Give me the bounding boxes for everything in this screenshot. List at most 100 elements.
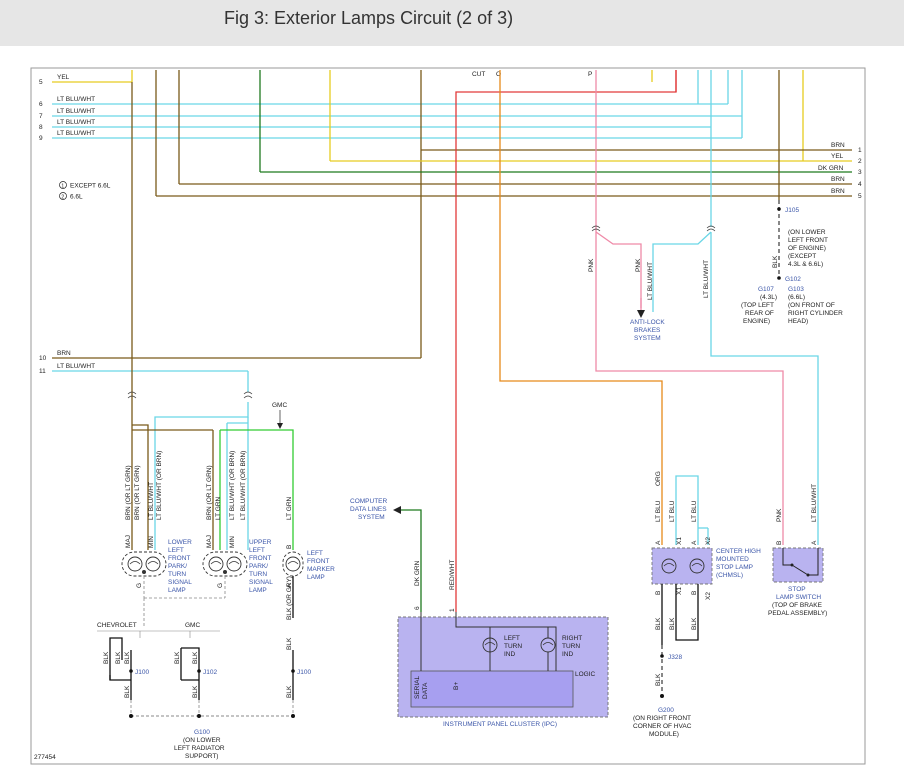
legend-marker-2-num: 2 [61,195,64,201]
g107-desc: ENGINE) [743,318,770,325]
pin-label: X2 [705,592,712,600]
wire-label: BRN [831,176,845,183]
legend-item: 6.6L [70,194,83,201]
lamp-label: TURN [249,571,267,578]
switch-label: PEDAL ASSEMBLY) [768,610,827,617]
upper-park-lamp: MAJ MIN G UPPER LEFT FRONT PARK/ TURN SI… [202,535,273,594]
wire-label: BRN [831,188,845,195]
gmc-label: GMC [185,622,200,629]
legend-item: EXCEPT 6.6L [70,183,111,190]
gmc-top-label: GMC [272,402,287,409]
switch-label: (TOP OF BRAKE [772,602,823,609]
wire-label: YEL [831,153,844,160]
stop-lamp-switch: PNK LT BLU/WHT B A STOP LAMP SWITCH (TOP… [768,484,827,617]
lamp-label: SIGNAL [168,579,192,586]
g200-desc: MODULE) [649,731,679,738]
serial-data-label: SERIAL [414,675,421,699]
pin-label: X2 [705,537,712,545]
legend-marker-1-num: 1 [61,184,64,190]
wire-label: PNK [588,258,595,272]
wire-label: BLK [286,685,293,698]
g103-desc: RIGHT CYLINDER [788,310,843,317]
pin-label: B [776,541,783,545]
j328-label: J328 [668,654,682,661]
right-turn-label: TURN [562,643,580,650]
g100-label: G100 [194,729,210,736]
computer-label: DATA LINES [350,506,387,513]
pin-label: A [811,540,818,545]
j100-label: J100 [297,669,311,676]
g103-desc: (ON FRONT OF [788,302,835,309]
pin-label: B [691,591,698,595]
right-turn-label: RIGHT [562,635,582,642]
left-pins: 5 YEL 6 LT BLU/WHT 7 LT BLU/WHT 8 LT BLU… [39,74,95,375]
ipc-label: INSTRUMENT PANEL CLUSTER (IPC) [443,721,557,728]
j102-label: J102 [203,669,217,676]
chmsl-label: (CHMSL) [716,572,743,579]
g200-label: G200 [658,707,674,714]
cut-label: CUT [472,71,485,78]
marker-lamp: B A LEFT FRONT MARKER LAMP [282,545,335,588]
pin-number: 4 [858,181,862,188]
wire-label: BRN (OR LT GRN) [134,465,141,520]
wire-label: BLK [655,617,662,630]
wire-label: LT BLU/WHT [57,108,95,115]
switch-label: STOP [788,586,806,593]
abs-arrow: ANTI-LOCK BRAKES SYSTEM [630,298,665,342]
serial-data-label: DATA [422,682,429,699]
g107-sub: (4.3L) [760,294,777,301]
computer-data-lines: COMPUTER DATA LINES SYSTEM DK GRN 6 [350,498,422,612]
wire-label: BRN [831,142,845,149]
wire-label: LT BLU [691,500,698,522]
lamp-label: FRONT [168,555,190,562]
lamp-label: FRONT [249,555,271,562]
wire-label: LT BLU [669,500,676,522]
switch-label: LAMP SWITCH [776,594,821,601]
j105-desc: 4.3L & 6.6L) [788,261,823,268]
wire-label: BLK [192,685,199,698]
right-pins: 1 BRN 2 YEL 3 DK GRN 4 BRN 5 BRN [818,142,862,200]
chmsl-label: CENTER HIGH [716,548,761,555]
lamp-label: PARK/ [168,563,187,570]
wire-label: DK GRN [414,560,421,586]
abs-label: BRAKES [634,327,661,334]
figure-id: 277454 [34,754,56,761]
wire-label: BLK [124,651,131,664]
g200-desc: CORNER OF HVAC [633,723,692,730]
wire-label: BRN (OR LT GRN) [206,465,213,520]
pin-label: 1 [449,608,456,612]
g103-sub: (6.6L) [788,294,805,301]
wire-label: PNK [776,508,783,522]
lamp-wire-labels: BRN (OR LT GRN) BRN (OR LT GRN) LT BLU/W… [125,451,293,520]
pin-label: B [655,591,662,595]
g107-label: G107 [758,286,774,293]
lamp-label: SIGNAL [249,579,273,586]
wire-label: BLK [691,617,698,630]
j105-desc: OF ENGINE) [788,245,826,252]
lamp-label: LEFT [307,550,323,557]
left-turn-label: TURN [504,643,522,650]
wire-label: LT BLU/WHT [57,363,95,370]
pin-number: 5 [858,193,862,200]
wire-label: BRN [57,350,71,357]
chmsl-label: MOUNTED [716,556,749,563]
j105-desc: (ON LOWER [788,229,826,236]
lamp-label: FRONT [307,558,329,565]
g103-desc: HEAD) [788,318,808,325]
pin-number: 2 [858,158,862,165]
pin-label: MIN [148,536,155,548]
pin-label: X1 [676,587,683,595]
diagram-frame [30,67,866,765]
lamp-wiring [131,82,294,550]
long-wires [455,70,819,612]
wire-label: BLK [103,651,110,664]
left-turn-label: LEFT [504,635,520,642]
pin-label: A [286,583,293,588]
legend-marker-1 [59,181,67,189]
wire-label: BLK [115,651,122,664]
j105-desc: LEFT FRONT [788,237,828,244]
wire-label: LT BLU/WHT (OR BRN) [240,451,247,520]
wire-label: BLK [174,651,181,664]
pin-label: MAJ [206,535,213,548]
